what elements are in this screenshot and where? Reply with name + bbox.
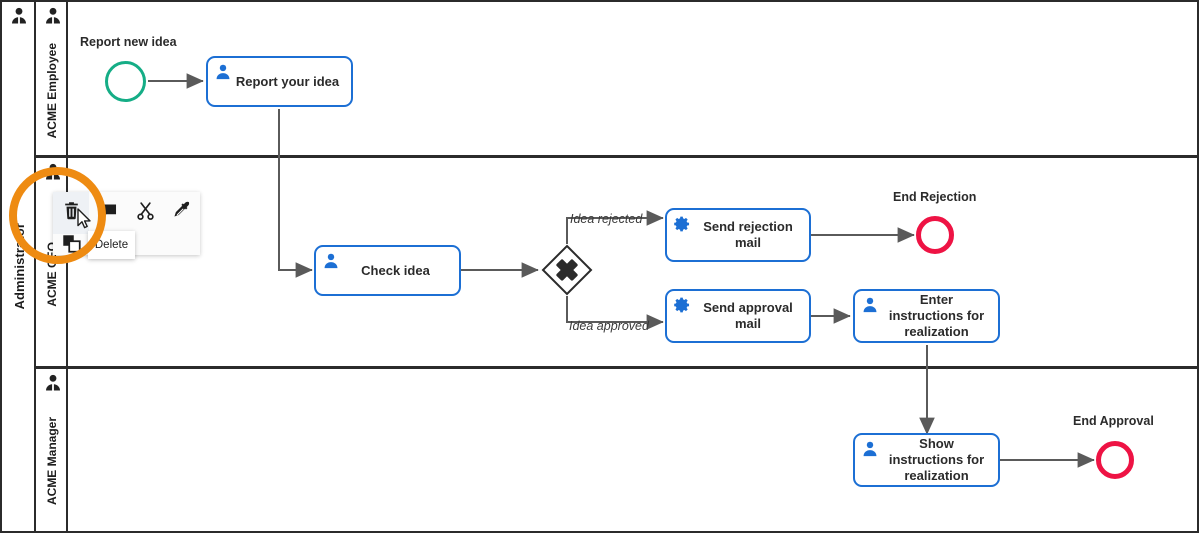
scissors-icon [135, 200, 156, 226]
user-task-icon [322, 252, 340, 270]
end-event-rejection-label: End Rejection [893, 190, 977, 204]
end-event-approval-label: End Approval [1073, 414, 1154, 428]
task-label: Enter instructions for realization [888, 292, 985, 339]
task-label: Report your idea [235, 73, 340, 89]
lane-header-acme-employee[interactable]: ACME Employee [36, 2, 68, 157]
pool-header[interactable]: Administrator [2, 2, 36, 531]
task-report-your-idea[interactable]: Report your idea [206, 56, 353, 107]
color-picker-button[interactable] [164, 192, 200, 234]
end-event-rejection[interactable] [916, 216, 954, 254]
user-task-icon [214, 63, 232, 81]
start-event-label: Report new idea [80, 35, 177, 49]
lane-divider-1 [36, 155, 1197, 158]
task-label: Check idea [361, 262, 430, 278]
person-icon [43, 373, 63, 393]
person-icon [43, 6, 63, 26]
task-label: Show instructions for realization [888, 436, 985, 483]
lane-label: ACME Employee [36, 28, 68, 153]
task-label: Send rejection mail [703, 219, 793, 250]
task-show-instructions-for-realization[interactable]: Show instructions for realization [853, 433, 1000, 487]
cut-button[interactable] [127, 192, 163, 234]
task-enter-instructions-for-realization[interactable]: Enter instructions for realization [853, 289, 1000, 343]
start-event[interactable] [105, 61, 146, 102]
person-icon [9, 6, 29, 26]
task-check-idea[interactable]: Check idea [314, 245, 461, 296]
pool-label: Administrator [2, 2, 36, 531]
end-event-approval[interactable] [1096, 441, 1134, 479]
lane-label-text: ACME Employee [45, 42, 59, 139]
lane-acme-ceo[interactable]: ACME CEO [36, 158, 1197, 368]
task-send-approval-mail[interactable]: Send approval mail [665, 289, 811, 343]
service-task-icon [673, 296, 691, 314]
lane-acme-manager[interactable]: ACME Manager [36, 369, 1197, 531]
task-send-rejection-mail[interactable]: Send rejection mail [665, 208, 811, 262]
flow-label-idea-approved: Idea approved [569, 319, 649, 333]
flow-label-idea-rejected: Idea rejected [570, 212, 643, 226]
lane-divider-2 [36, 366, 1197, 369]
user-task-icon [861, 440, 879, 458]
delete-tooltip-text: Delete [94, 239, 129, 251]
lane-label: ACME Manager [36, 395, 68, 527]
exclusive-gateway[interactable] [541, 244, 593, 296]
user-task-icon [861, 296, 879, 314]
color-picker-icon [172, 200, 193, 226]
lane-label-text: ACME Manager [45, 416, 59, 505]
lane-acme-employee[interactable]: ACME Employee [36, 2, 1197, 157]
lane-header-acme-manager[interactable]: ACME Manager [36, 369, 68, 531]
task-label: Send approval mail [703, 300, 793, 331]
highlight-annotation-circle [9, 167, 106, 264]
service-task-icon [673, 215, 691, 233]
